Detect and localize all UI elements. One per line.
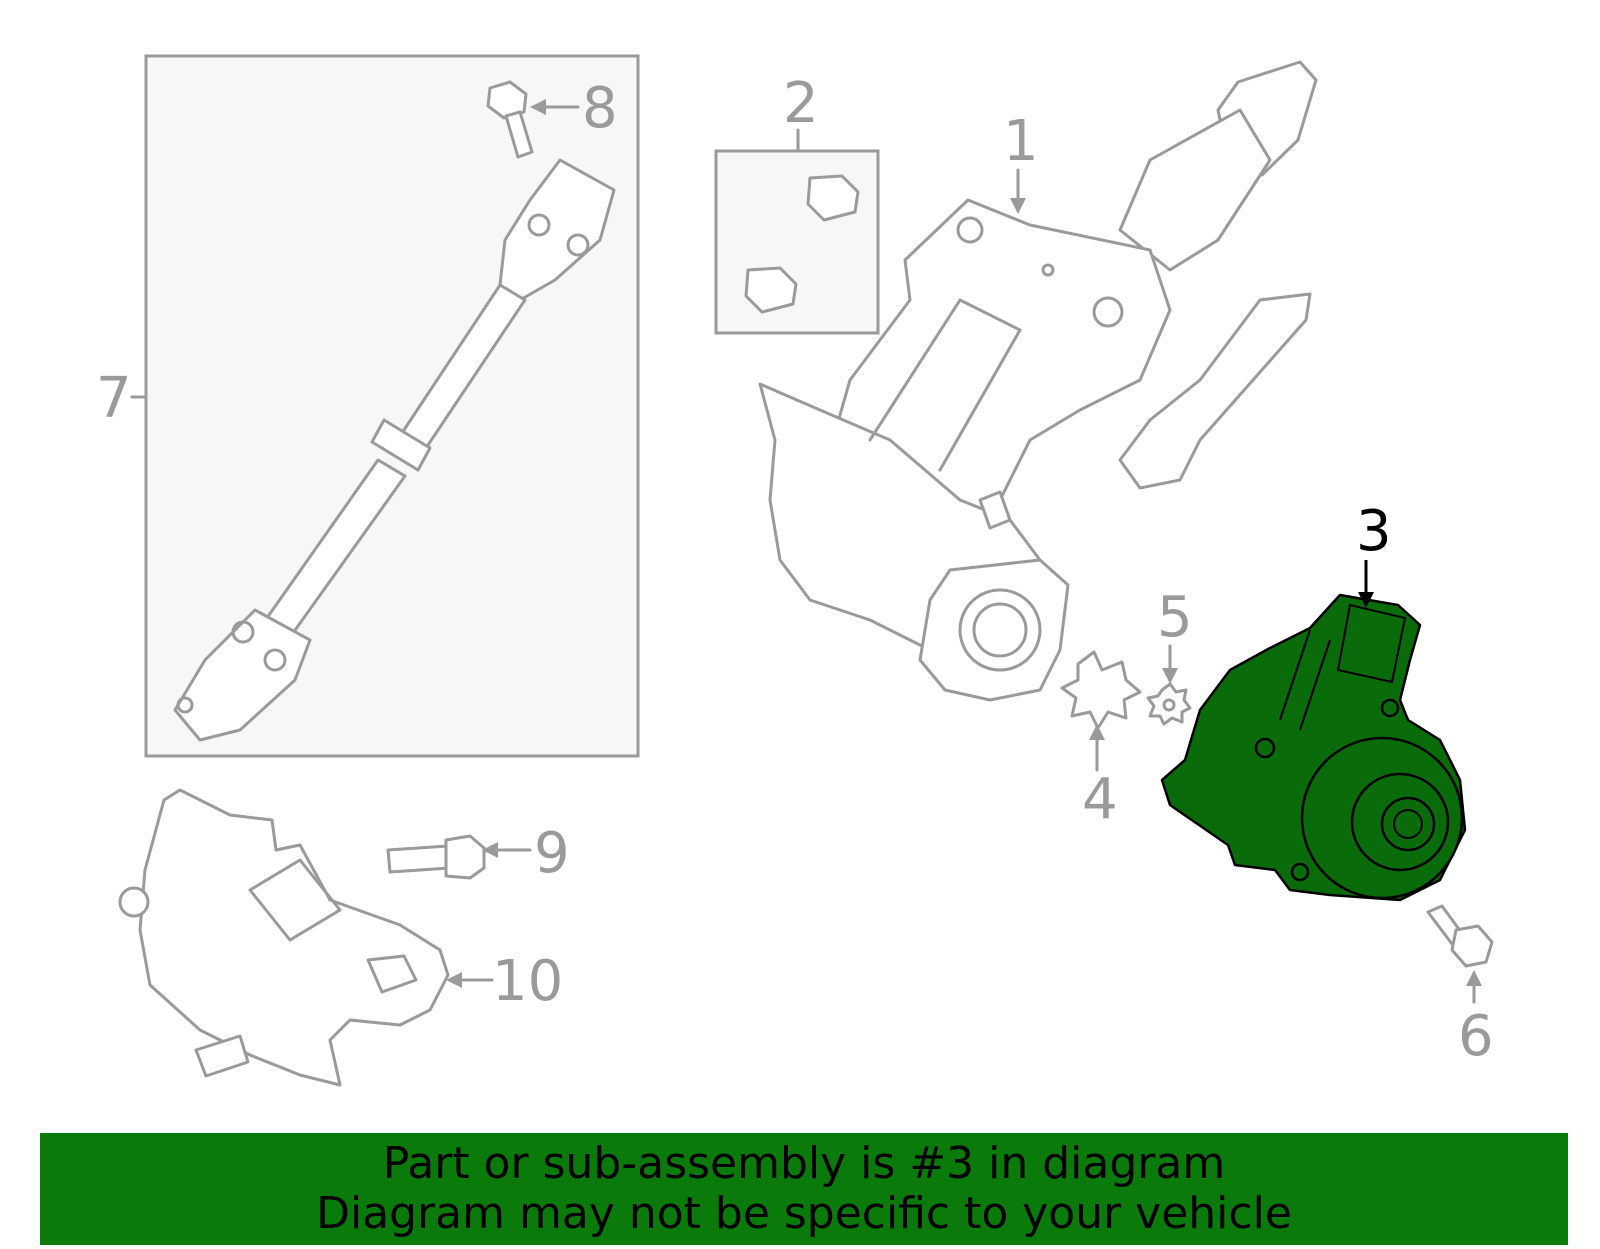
arrow-9 xyxy=(482,842,498,858)
callout-3: 3 xyxy=(1356,499,1392,564)
arrow-10 xyxy=(446,972,462,988)
exploded-parts-diagram: 7 8 2 1 4 5 xyxy=(96,54,1494,1087)
arrow-5 xyxy=(1162,668,1178,684)
part-9-bolt[interactable] xyxy=(386,834,486,880)
callout-5: 5 xyxy=(1157,585,1193,650)
arrow-4 xyxy=(1089,724,1105,740)
disclaimer-banner: Part or sub-assembly is #3 in diagram Di… xyxy=(40,1133,1568,1245)
part-2-nut-kit[interactable] xyxy=(714,149,880,335)
part-6-bolt[interactable] xyxy=(1426,904,1494,968)
callout-1: 1 xyxy=(1003,109,1039,174)
part-1-steering-column[interactable] xyxy=(758,60,1318,702)
callout-7: 7 xyxy=(96,366,132,431)
callout-9: 9 xyxy=(534,821,570,886)
arrow-6 xyxy=(1466,970,1482,986)
part-4-coupler[interactable] xyxy=(1060,650,1142,730)
callout-4: 4 xyxy=(1082,767,1118,832)
callout-10: 10 xyxy=(492,949,563,1014)
banner-line-2: Diagram may not be specific to your vehi… xyxy=(316,1188,1292,1239)
arrow-8 xyxy=(530,99,546,115)
banner-line-1: Part or sub-assembly is #3 in diagram xyxy=(382,1138,1226,1189)
arrow-1 xyxy=(1010,198,1026,214)
part-7-intermediate-shaft[interactable] xyxy=(144,54,640,758)
part-5-gear[interactable] xyxy=(1146,682,1192,726)
part-2-box xyxy=(714,149,880,335)
callout-8: 8 xyxy=(582,76,618,141)
part-8-bolt[interactable] xyxy=(486,80,534,159)
callout-2: 2 xyxy=(783,71,819,136)
arrow-3 xyxy=(1358,592,1374,608)
part-3-eps-motor[interactable] xyxy=(1160,593,1467,902)
callout-6: 6 xyxy=(1458,1004,1494,1069)
part-10-cover[interactable] xyxy=(118,788,450,1087)
